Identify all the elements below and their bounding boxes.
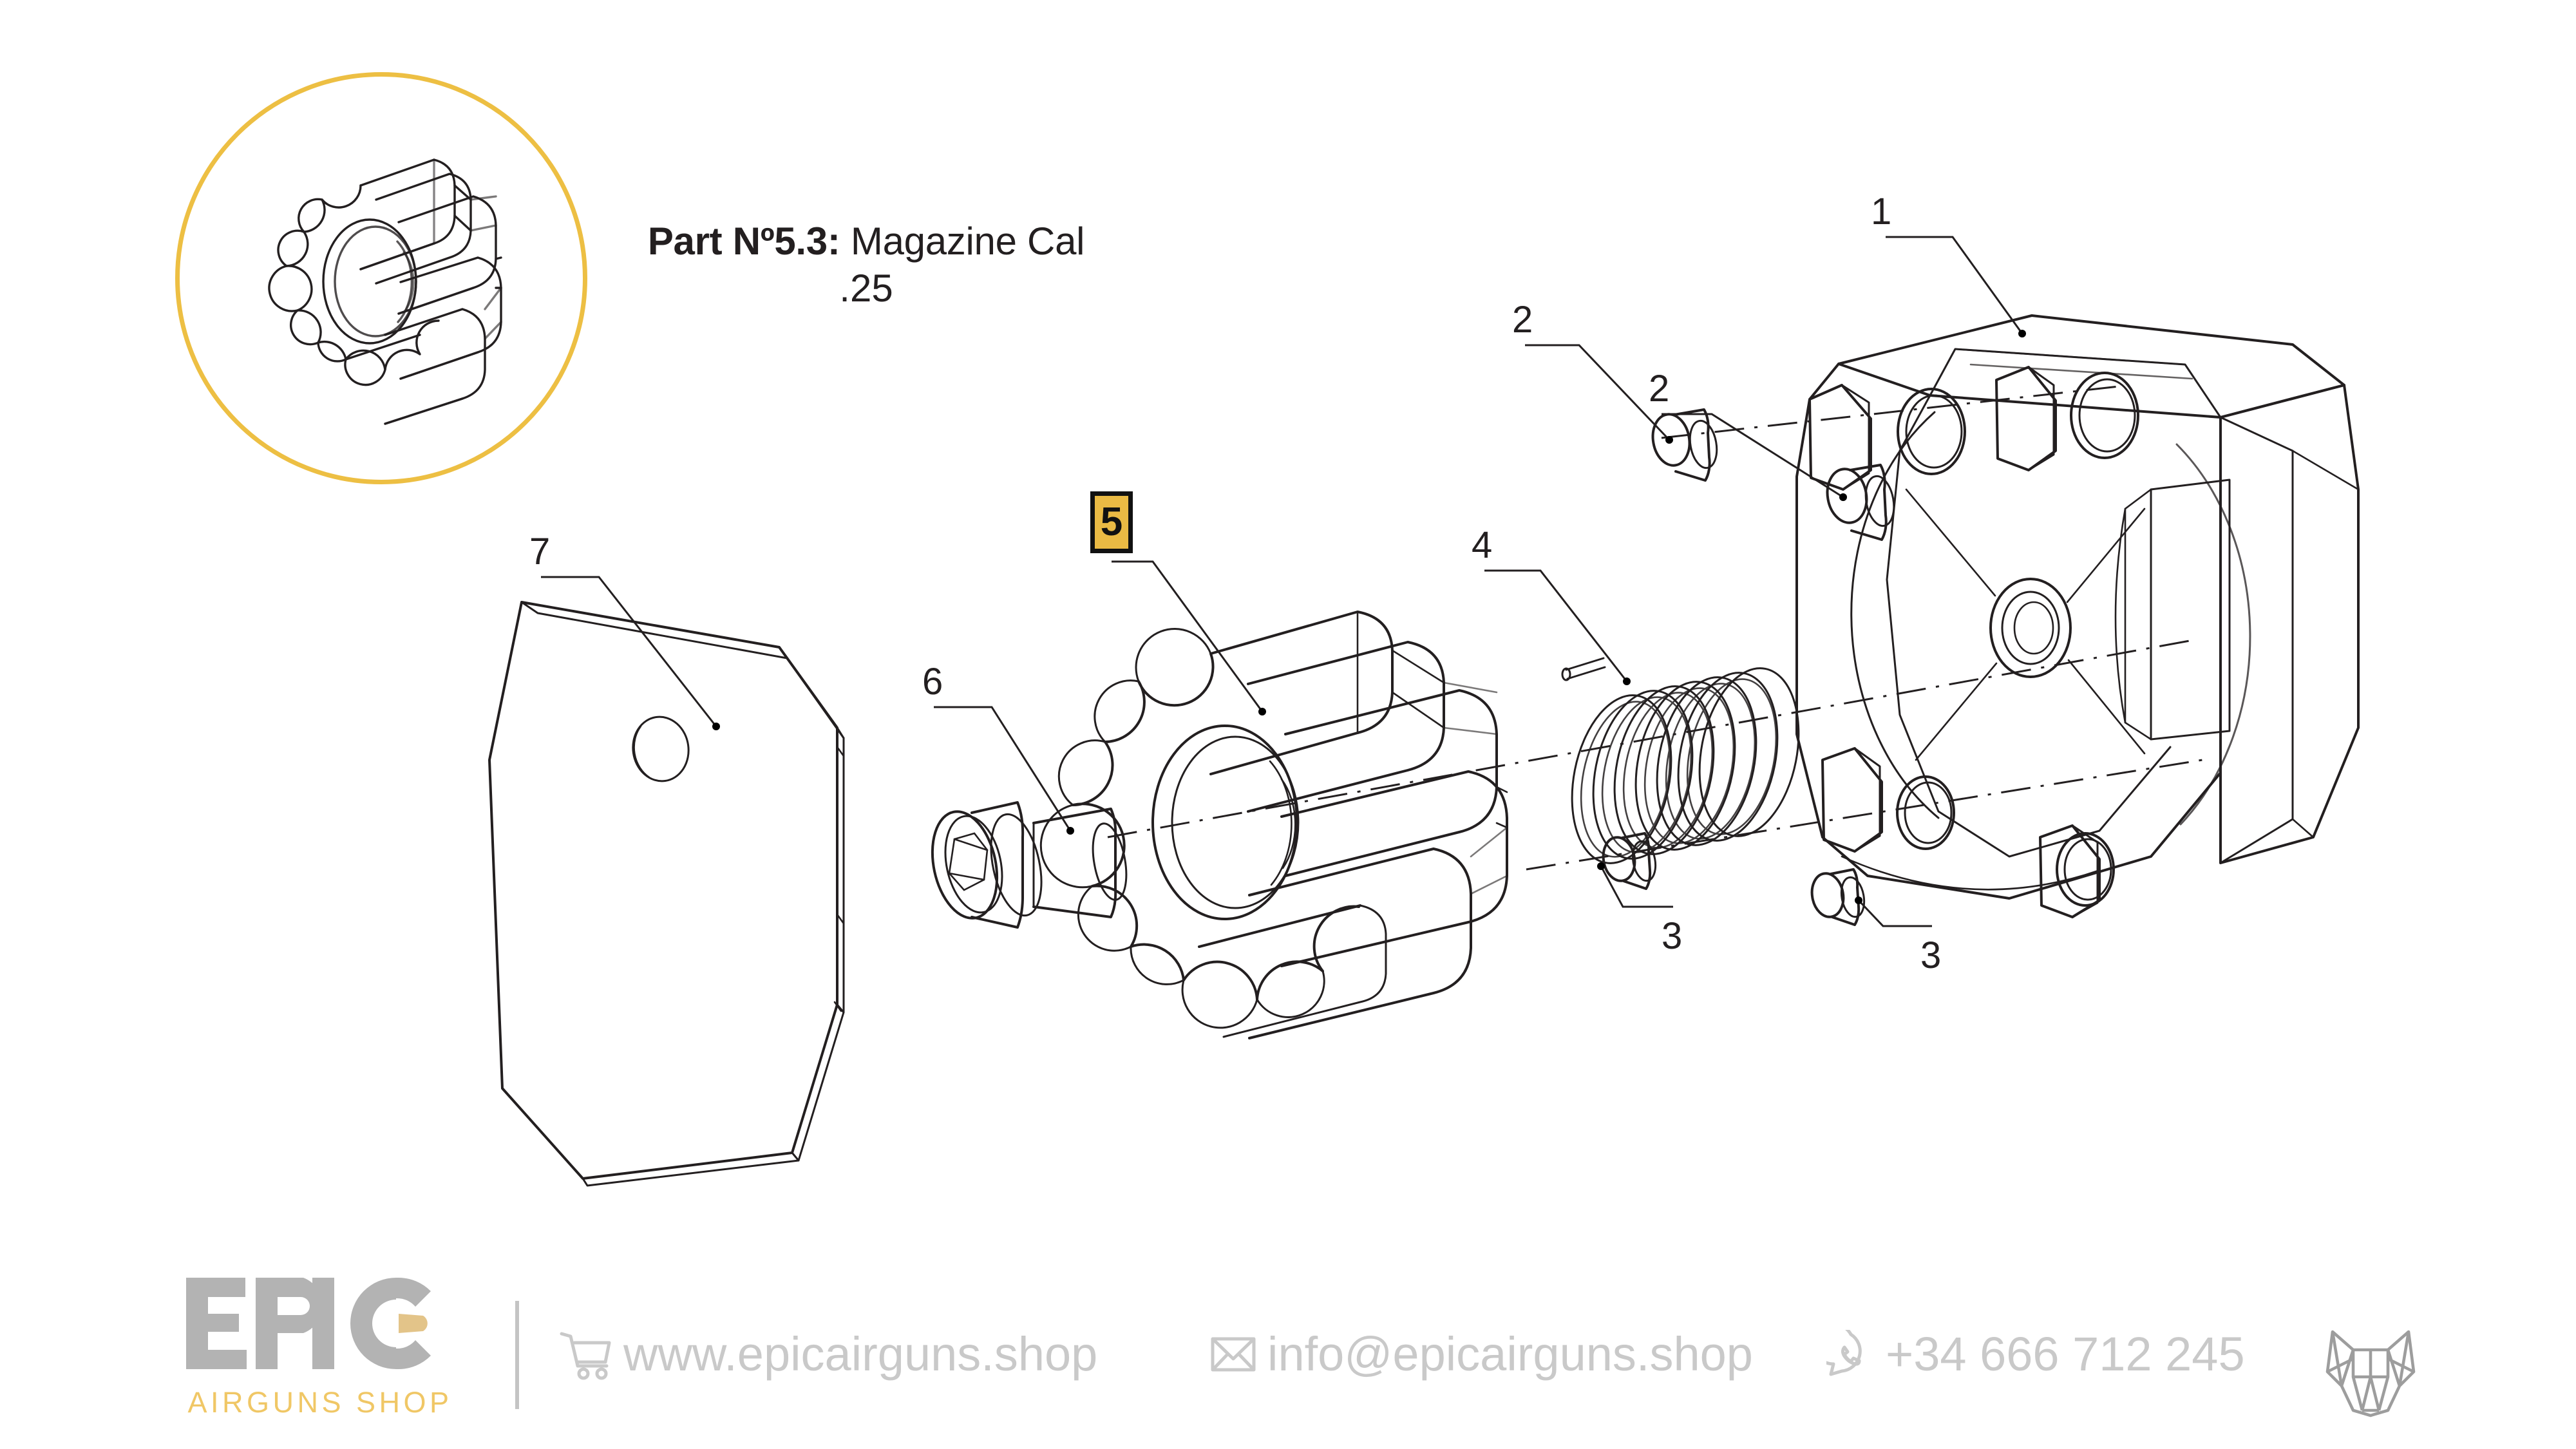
footer-website-text: www.epicairguns.shop <box>623 1327 1098 1381</box>
callout-6: 6 <box>922 661 943 703</box>
thumbnail-ring <box>175 72 587 484</box>
epic-wordmark-icon <box>186 1278 431 1369</box>
title-caliber: .25 <box>839 267 893 310</box>
assembly-axis <box>1107 385 2203 871</box>
cover-plate-hole <box>632 715 690 782</box>
part-2-pin-plug-upper <box>1651 408 1718 482</box>
leader-lines <box>541 236 2026 927</box>
callout-1: 1 <box>1871 191 1892 232</box>
brand-logo: AIRGUNS SHOP <box>184 1275 467 1436</box>
callout-2b: 2 <box>1649 368 1670 410</box>
footer: AIRGUNS SHOP www.epicairguns.shop <box>0 1262 2576 1449</box>
footer-phone-text: +34 666 712 245 <box>1886 1327 2245 1381</box>
callout-2a: 2 <box>1512 299 1533 341</box>
callout-4: 4 <box>1472 524 1493 566</box>
part-7-cover-plate <box>488 601 845 1187</box>
callout-7: 7 <box>529 531 551 573</box>
part-thumbnail <box>175 72 587 484</box>
part-4-coil-spring <box>1561 657 1800 864</box>
part-3-bushing-left <box>1602 832 1657 890</box>
highlighted-part-badge[interactable]: 5 <box>1090 491 1133 553</box>
footer-email[interactable]: info@epicairguns.shop <box>1209 1327 1753 1381</box>
callout-3b: 3 <box>1920 934 1942 976</box>
footer-divider <box>515 1301 519 1409</box>
footer-email-text: info@epicairguns.shop <box>1267 1327 1753 1381</box>
part-2-pin-plug-housing <box>1826 464 1895 541</box>
title-prefix: Part Nº5.3: <box>647 220 840 263</box>
title-suffix: Magazine Cal <box>840 220 1085 263</box>
whatsapp-icon <box>1826 1329 1875 1379</box>
page-title: Part Nº5.3: Magazine Cal .25 <box>618 218 1114 312</box>
footer-website[interactable]: www.epicairguns.shop <box>558 1327 1097 1381</box>
shopping-cart-icon <box>558 1329 613 1380</box>
envelope-icon <box>1209 1333 1257 1376</box>
callout-3a: 3 <box>1662 915 1683 957</box>
part-5-magazine-drum <box>1039 611 1508 1039</box>
part-1-magazine-housing <box>1795 314 2360 918</box>
footer-phone[interactable]: +34 666 712 245 <box>1826 1327 2245 1381</box>
magazine-drum-thumbnail-icon <box>268 158 502 425</box>
wolf-head-icon <box>2325 1330 2416 1417</box>
brand-tagline: AIRGUNS SHOP <box>187 1386 453 1419</box>
part-6-socket-head-screw <box>931 801 1128 929</box>
